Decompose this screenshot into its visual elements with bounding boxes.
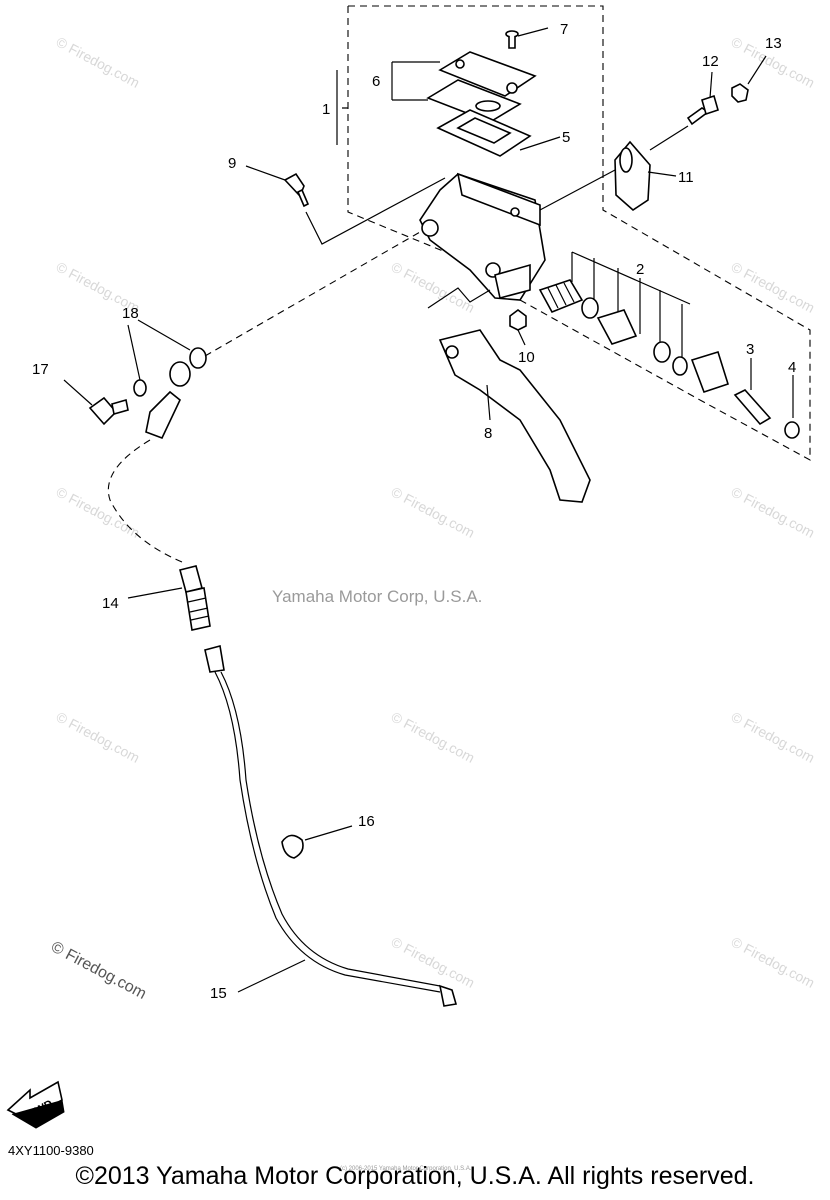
callout-3: 3	[746, 341, 754, 358]
lever-nut	[509, 309, 527, 331]
reservoir-cap	[438, 51, 537, 97]
pivot-bolt-guide	[305, 177, 446, 245]
callout-5: 5	[562, 129, 570, 146]
large-watermark: © Firedog.com	[48, 939, 149, 1003]
watermark-tile: © Firedog.com	[729, 484, 818, 541]
hose-upper	[107, 439, 183, 563]
callout-2: 2	[636, 261, 644, 278]
pivot-bolt	[283, 172, 310, 208]
watermark-tile: © Firedog.com	[389, 934, 478, 991]
copper-washer-lower	[133, 379, 147, 397]
watermark-tiles: © Firedog.com © Firedog.com © Firedog.co…	[54, 34, 818, 991]
bracket-nut	[731, 83, 749, 103]
reservoir-gasket	[436, 109, 532, 157]
piston	[596, 309, 638, 345]
watermark-tile: © Firedog.com	[389, 259, 478, 316]
piston-boot	[690, 351, 729, 394]
callout-6: 6	[372, 73, 380, 90]
callout-11: 11	[678, 169, 694, 186]
watermark-tile: © Firedog.com	[54, 709, 143, 766]
push-rod	[733, 389, 772, 426]
union-bolt	[88, 396, 129, 426]
piston-spring	[538, 279, 584, 314]
watermark-tile: © Firedog.com	[54, 484, 143, 541]
hose-clamp	[281, 834, 304, 859]
watermark-tile: © Firedog.com	[729, 709, 818, 766]
watermark-tile: © Firedog.com	[729, 259, 818, 316]
piston-kit-brackets	[571, 251, 691, 358]
callout-14: 14	[102, 595, 119, 612]
watermark-tile: © Firedog.com	[729, 934, 818, 991]
piston-cup	[581, 297, 599, 319]
callout-9: 9	[228, 155, 236, 172]
snap-ring	[672, 356, 688, 376]
clutch-switch	[179, 565, 211, 631]
bracket-bolt	[686, 94, 719, 126]
master-cylinder-body	[419, 172, 546, 301]
lever-leader-zigzag	[427, 287, 491, 309]
callout-leaders	[63, 27, 794, 993]
fwd-arrow-icon: FWD	[6, 1080, 65, 1129]
callout-1: 1	[322, 101, 330, 118]
handlebar-bracket	[614, 140, 651, 212]
clutch-lever	[438, 329, 591, 503]
callout-16: 16	[358, 813, 375, 830]
copyright-notice: ©2013 Yamaha Motor Corporation, U.S.A. A…	[75, 1162, 755, 1190]
callout-7: 7	[560, 21, 568, 38]
bracket-guide	[539, 125, 689, 211]
banjo-fitting	[145, 361, 191, 440]
callout-13: 13	[765, 35, 782, 52]
watermark-tile: © Firedog.com	[54, 34, 143, 91]
callout-15: 15	[210, 985, 227, 1002]
union-alignment	[204, 231, 421, 357]
reservoir-diaphragm	[426, 79, 522, 123]
callout-4: 4	[788, 359, 796, 376]
callout-10: 10	[518, 349, 535, 366]
rod-cap	[784, 421, 800, 439]
tiny-watermark: (c) 2006-2015 Yamaha Motor Corporation, …	[340, 1166, 472, 1172]
callout-18: 18	[122, 305, 139, 322]
watermark-tile: © Firedog.com	[389, 709, 478, 766]
callout-17: 17	[32, 361, 49, 378]
callout-12: 12	[702, 53, 719, 70]
cap-screw	[505, 30, 519, 49]
piston-group-boundary	[519, 299, 701, 401]
catalog-code: 4XY1100-9380	[8, 1143, 94, 1158]
piston-seal	[653, 341, 671, 363]
assembly-boundary	[347, 5, 811, 461]
center-watermark: Yamaha Motor Corp, U.S.A.	[272, 587, 482, 606]
clutch-pipe	[204, 645, 458, 1007]
watermark-tile: © Firedog.com	[389, 484, 478, 541]
copper-washer-upper	[189, 347, 207, 369]
callout-8: 8	[484, 425, 492, 442]
